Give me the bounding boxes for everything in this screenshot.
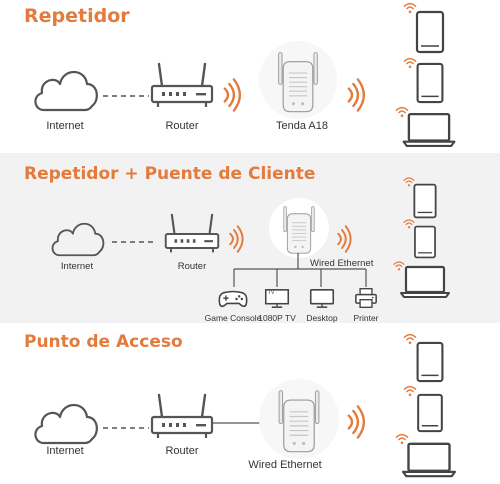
connection-dashes bbox=[103, 427, 149, 429]
device-label: 1080P TV bbox=[258, 313, 296, 323]
internet-label: Internet bbox=[60, 261, 94, 272]
extender-icon bbox=[269, 198, 329, 258]
section-repetidor-puente: Repetidor + Puente de Cliente Internet R… bbox=[0, 153, 500, 323]
wifi-signal-icon bbox=[346, 76, 368, 114]
device-label: Desktop bbox=[306, 313, 338, 323]
cloud-icon bbox=[30, 395, 100, 447]
extender-icon bbox=[259, 41, 337, 119]
router-icon bbox=[164, 213, 220, 255]
section-punto-acceso: Punto de Acceso Internet Router Wired Et… bbox=[0, 323, 500, 484]
tablet-icon bbox=[414, 10, 446, 54]
wifi-signal-icon bbox=[228, 223, 246, 255]
printer-icon bbox=[354, 287, 378, 309]
extender-label: Tenda A18 bbox=[276, 120, 328, 132]
section-title: Punto de Acceso bbox=[24, 332, 183, 352]
connection-dashes bbox=[103, 95, 149, 97]
laptop-icon bbox=[402, 441, 456, 479]
device-label: Game Console bbox=[204, 313, 262, 323]
tablet-icon bbox=[414, 341, 446, 383]
extender-label: Wired Ethernet bbox=[248, 459, 322, 471]
laptop-icon bbox=[400, 265, 450, 299]
desktop-icon bbox=[309, 288, 335, 309]
device-label: Printer bbox=[353, 313, 379, 323]
internet-label: Internet bbox=[46, 445, 84, 457]
wifi-signal-icon bbox=[346, 403, 368, 441]
section-title: Repetidor bbox=[24, 5, 130, 27]
game-console-icon bbox=[218, 289, 248, 309]
section-title: Repetidor + Puente de Cliente bbox=[24, 164, 316, 184]
cloud-icon bbox=[48, 215, 106, 259]
extender-icon bbox=[259, 379, 339, 459]
router-label: Router bbox=[165, 445, 199, 457]
tablet-icon bbox=[412, 225, 438, 259]
tablet-icon bbox=[414, 393, 446, 433]
router-label: Router bbox=[165, 120, 199, 132]
cloud-icon bbox=[30, 62, 100, 114]
router-icon bbox=[150, 393, 214, 441]
wifi-signal-icon bbox=[336, 223, 354, 255]
ethernet-tree bbox=[233, 253, 367, 287]
router-icon bbox=[150, 62, 214, 110]
tablet-icon bbox=[412, 183, 438, 219]
section-repetidor: Repetidor Internet Router Tenda A18 bbox=[0, 0, 500, 153]
tv-badge: TV bbox=[268, 290, 275, 296]
laptop-icon bbox=[402, 112, 456, 148]
router-label: Router bbox=[177, 261, 207, 272]
connection-dashes bbox=[112, 241, 156, 243]
internet-label: Internet bbox=[46, 120, 84, 132]
tablet-icon bbox=[414, 62, 446, 104]
extender-label: Wired Ethernet bbox=[310, 258, 374, 269]
wifi-signal-icon bbox=[222, 76, 244, 114]
